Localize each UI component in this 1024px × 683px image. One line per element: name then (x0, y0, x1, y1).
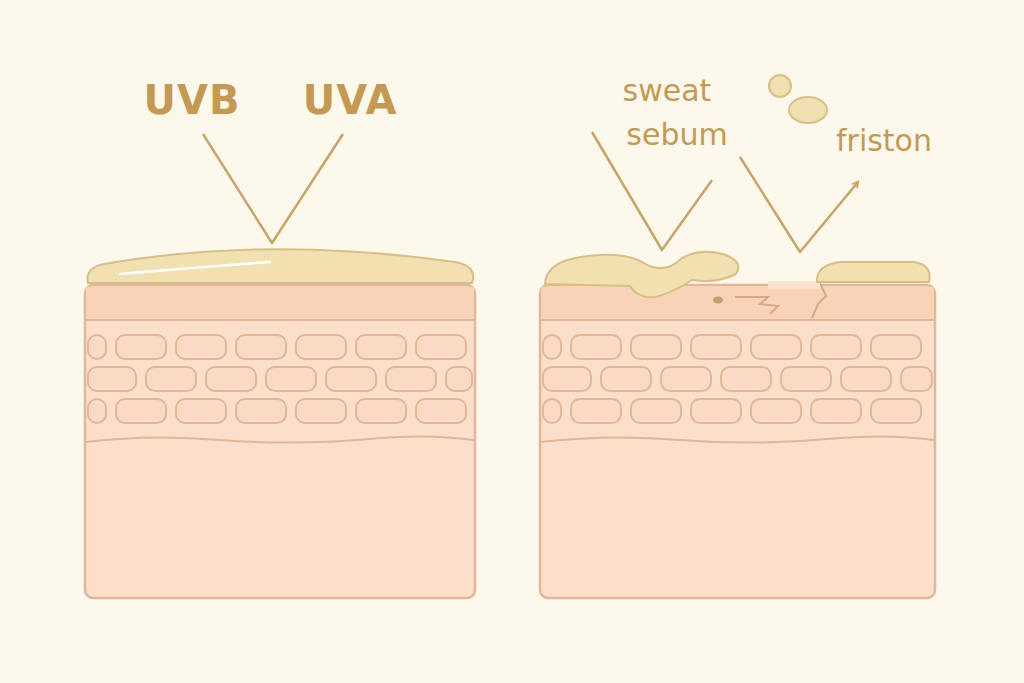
skin-cell (871, 335, 921, 359)
skin-cell (691, 399, 741, 423)
skin-cell (326, 367, 376, 391)
skin-cell (691, 335, 741, 359)
skin-cell (751, 335, 801, 359)
skin-cell (266, 367, 316, 391)
skin-cell (176, 399, 226, 423)
skin-cell (631, 335, 681, 359)
left-skin (85, 285, 475, 598)
skin-cell (386, 367, 436, 391)
skin-cell (206, 367, 256, 391)
skin-cell (751, 399, 801, 423)
skin-cell (543, 367, 591, 391)
uv-label: UVA (303, 78, 398, 122)
secretion-label: sebum (626, 118, 727, 151)
skin-cell (571, 399, 621, 423)
leader-lines (203, 132, 858, 252)
skin-cell (901, 367, 932, 391)
skin-cell (781, 367, 831, 391)
skin-cell (661, 367, 711, 391)
flaking-particles (769, 75, 827, 123)
skin-cell (146, 367, 196, 391)
skin-cell (416, 335, 466, 359)
right-skin (540, 281, 935, 598)
skin-cell (236, 335, 286, 359)
skin-cell (116, 335, 166, 359)
skin-cell (236, 399, 286, 423)
skin-cell (811, 335, 861, 359)
skin-cell (88, 399, 106, 423)
skin-cell (571, 335, 621, 359)
skin-cell (88, 335, 106, 359)
secretion-label: sweat (623, 74, 712, 107)
flake-label: friston (836, 124, 932, 157)
skin-cell (721, 367, 771, 391)
skin-cell (176, 335, 226, 359)
skin-cell (543, 335, 561, 359)
sunscreen-film (87, 249, 473, 283)
skin-cell (356, 335, 406, 359)
skin-cell (88, 367, 136, 391)
uv-label: UVB (144, 78, 241, 122)
skin-cell (446, 367, 472, 391)
skin-cell (296, 399, 346, 423)
skin-cell (841, 367, 891, 391)
skin-cell (116, 399, 166, 423)
skin-cell (356, 399, 406, 423)
cell-layer (88, 335, 932, 423)
skin-cell (296, 335, 346, 359)
skin-cell (543, 399, 561, 423)
skin-cell (871, 399, 921, 423)
skin-cell (416, 399, 466, 423)
skin-cell (811, 399, 861, 423)
skin-cell (601, 367, 651, 391)
sweat-sebum-film (545, 252, 930, 298)
skin-cell (631, 399, 681, 423)
